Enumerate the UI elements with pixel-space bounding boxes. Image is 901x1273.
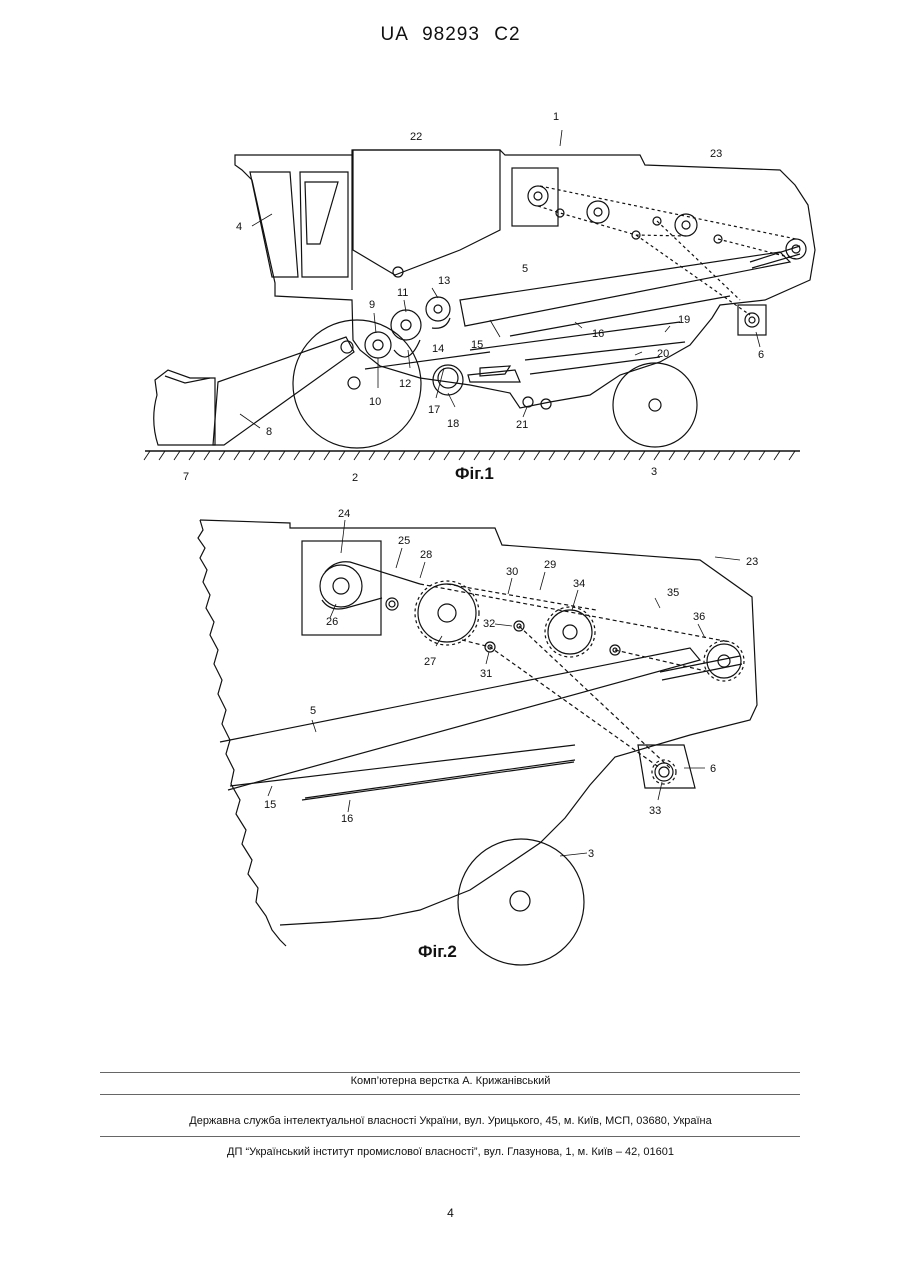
fig2-label-5: 5 bbox=[310, 705, 316, 717]
fig1-label-5: 5 bbox=[522, 263, 528, 275]
sieve-drive-box-detail bbox=[638, 745, 695, 788]
fig1-label-17: 17 bbox=[428, 404, 440, 416]
belt-pulleys bbox=[528, 186, 806, 259]
sieve-drive-box bbox=[738, 305, 766, 335]
fig2-label-3: 3 bbox=[588, 848, 594, 860]
ground-line bbox=[144, 451, 800, 460]
fig1-label-19: 19 bbox=[678, 314, 690, 326]
fig1-label-8: 8 bbox=[266, 426, 272, 438]
fig1-label-13: 13 bbox=[438, 275, 450, 287]
fig2-label-25: 25 bbox=[398, 535, 410, 547]
belt-26 bbox=[322, 562, 420, 609]
fig2-label-36: 36 bbox=[693, 611, 705, 623]
fig2-label-33: 33 bbox=[649, 805, 661, 817]
fig1-label-23: 23 bbox=[710, 148, 722, 160]
cut-edge bbox=[198, 520, 286, 946]
fig2-label-34: 34 bbox=[573, 578, 585, 590]
fig2-caption: Фіг.2 bbox=[418, 942, 457, 961]
fig2-label-15: 15 bbox=[264, 799, 276, 811]
fig2-label-26: 26 bbox=[326, 616, 338, 628]
cutting-header bbox=[154, 370, 215, 445]
typesetting-credit: Комп’ютерна верстка А. Крижанівський bbox=[0, 1075, 901, 1087]
fig2-label-27: 27 bbox=[424, 656, 436, 668]
grain-tank bbox=[353, 150, 500, 275]
figure-1-combine-harvester: 1 22 23 4 5 13 11 9 14 16 19 15 20 6 12 … bbox=[0, 100, 901, 490]
fig2-label-32: 32 bbox=[483, 618, 495, 630]
fig1-label-11: 11 bbox=[397, 287, 408, 299]
agency-address: Державна служба інтелектуальної власност… bbox=[0, 1115, 901, 1127]
fig1-label-22: 22 bbox=[410, 131, 422, 143]
fig1-label-16: 16 bbox=[592, 328, 604, 340]
footer-rule-2 bbox=[100, 1094, 800, 1095]
fig2-label-35: 35 bbox=[667, 587, 679, 599]
page-number: 4 bbox=[0, 1206, 901, 1220]
fig2-label-30: 30 bbox=[506, 566, 518, 578]
fig1-label-18: 18 bbox=[447, 418, 459, 430]
fig1-label-12: 12 bbox=[399, 378, 411, 390]
fig1-label-20: 20 bbox=[657, 348, 669, 360]
fig1-label-21: 21 bbox=[516, 419, 528, 431]
pulleys-detail bbox=[320, 565, 744, 681]
fig1-label-1: 1 bbox=[553, 111, 559, 123]
fig1-label-6: 6 bbox=[758, 349, 764, 361]
leader-lines-detail bbox=[268, 520, 740, 856]
footer-rule-3 bbox=[100, 1136, 800, 1137]
cab bbox=[250, 155, 352, 290]
fig2-label-6: 6 bbox=[710, 763, 716, 775]
fig2-label-29: 29 bbox=[544, 559, 556, 571]
drive-box-detail bbox=[302, 541, 381, 635]
document-number: UA 98293 C2 bbox=[0, 24, 901, 46]
fig2-label-28: 28 bbox=[420, 549, 432, 561]
machine-body bbox=[235, 150, 815, 408]
fig2-label-31: 31 bbox=[480, 668, 492, 680]
fig1-label-15: 15 bbox=[471, 339, 483, 351]
institute-address: ДП “Український інститут промислової вла… bbox=[0, 1146, 901, 1158]
fig1-label-2: 2 bbox=[352, 472, 358, 484]
machine-body-detail bbox=[200, 520, 757, 925]
figure-2-drive-detail: 24 25 28 23 29 30 34 35 36 26 32 27 31 5… bbox=[0, 500, 901, 970]
footer-rule-1 bbox=[100, 1072, 800, 1073]
rear-wheel bbox=[613, 363, 697, 447]
feeder-house bbox=[213, 337, 354, 445]
fig2-label-23: 23 bbox=[746, 556, 758, 568]
fig1-caption: Фіг.1 bbox=[455, 464, 494, 483]
fig1-label-4: 4 bbox=[236, 221, 242, 233]
fig1-label-10: 10 bbox=[369, 396, 381, 408]
fig1-label-14: 14 bbox=[432, 343, 444, 355]
fig2-label-24: 24 bbox=[338, 508, 350, 520]
fig1-label-3: 3 bbox=[651, 466, 657, 478]
straw-walker-detail bbox=[220, 648, 700, 790]
rear-wheel-detail bbox=[458, 839, 584, 965]
drive-belt bbox=[538, 186, 796, 315]
fig2-label-16: 16 bbox=[341, 813, 353, 825]
fig1-label-7: 7 bbox=[183, 471, 189, 483]
drive-box bbox=[512, 168, 558, 226]
fig1-label-9: 9 bbox=[369, 299, 375, 311]
